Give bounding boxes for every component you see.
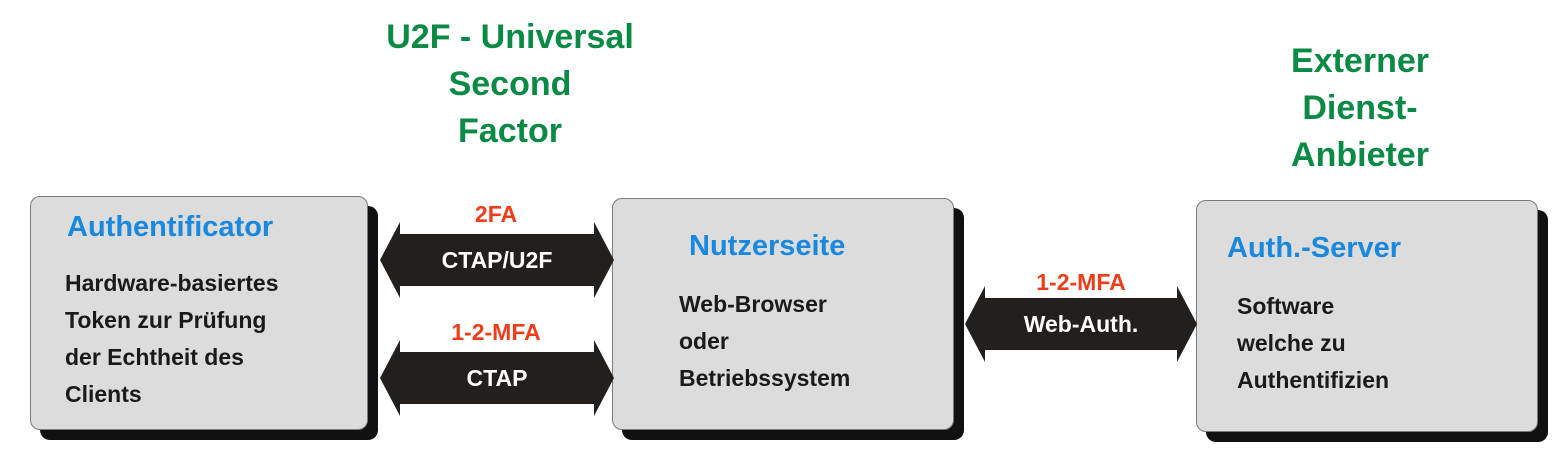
authenticator-line-2: Token zur Prüfung: [65, 307, 267, 333]
user-side-description: Web-Browser oder Betriebssystem: [679, 286, 850, 397]
external-heading-line-3: Anbieter: [1291, 136, 1429, 174]
arrow-web-auth-tag: 1-2-MFA: [1036, 269, 1126, 295]
double-arrow-web-auth: [965, 286, 1197, 362]
authenticator-line-4: Clients: [65, 381, 142, 407]
authenticator-line-3: der Echtheit des: [65, 344, 244, 370]
authenticator-box: Authentificator Hardware-basiertes Token…: [30, 196, 368, 430]
u2f-heading-line-3: Factor: [458, 112, 562, 150]
auth-server-line-3: Authentifizien: [1237, 367, 1390, 393]
authenticator-description: Hardware-basiertes Token zur Prüfung der…: [65, 265, 279, 413]
arrow-web-auth-label: Web-Auth.: [1023, 311, 1139, 337]
auth-server-line-1: Software: [1237, 293, 1335, 319]
double-arrow-ctap: [380, 340, 614, 416]
user-side-title: Nutzerseite: [689, 230, 846, 262]
u2f-heading-line-1: U2F - Universal: [386, 18, 634, 56]
auth-server-title: Auth.-Server: [1227, 232, 1402, 264]
authenticator-line-1: Hardware-basiertes: [65, 270, 279, 296]
authenticator-title: Authentificator: [67, 211, 274, 243]
u2f-heading: U2F - Universal Second Factor: [330, 14, 690, 155]
user-side-line-3: Betriebssystem: [679, 365, 851, 391]
user-side-line-2: oder: [679, 328, 729, 354]
external-provider-heading: Externer Dienst- Anbieter: [1220, 38, 1500, 179]
double-arrow-ctap-u2f: [380, 222, 614, 298]
external-heading-line-2: Dienst-: [1302, 89, 1418, 127]
auth-server-description: Software welche zu Authentifizien: [1237, 288, 1389, 399]
arrow-ctap-u2f-label: CTAP/U2F: [441, 247, 553, 273]
user-side-box: Nutzerseite Web-Browser oder Betriebssys…: [612, 198, 954, 430]
arrow-ctap-u2f-tag: 2FA: [474, 201, 518, 227]
auth-server-box: Auth.-Server Software welche zu Authenti…: [1196, 200, 1538, 432]
arrow-ctap-label: CTAP: [466, 365, 528, 391]
external-heading-line-1: Externer: [1291, 42, 1429, 80]
user-side-line-1: Web-Browser: [679, 291, 827, 317]
auth-server-line-2: welche zu: [1237, 330, 1346, 356]
u2f-heading-line-2: Second: [448, 65, 572, 103]
arrow-ctap-tag: 1-2-MFA: [451, 319, 541, 345]
